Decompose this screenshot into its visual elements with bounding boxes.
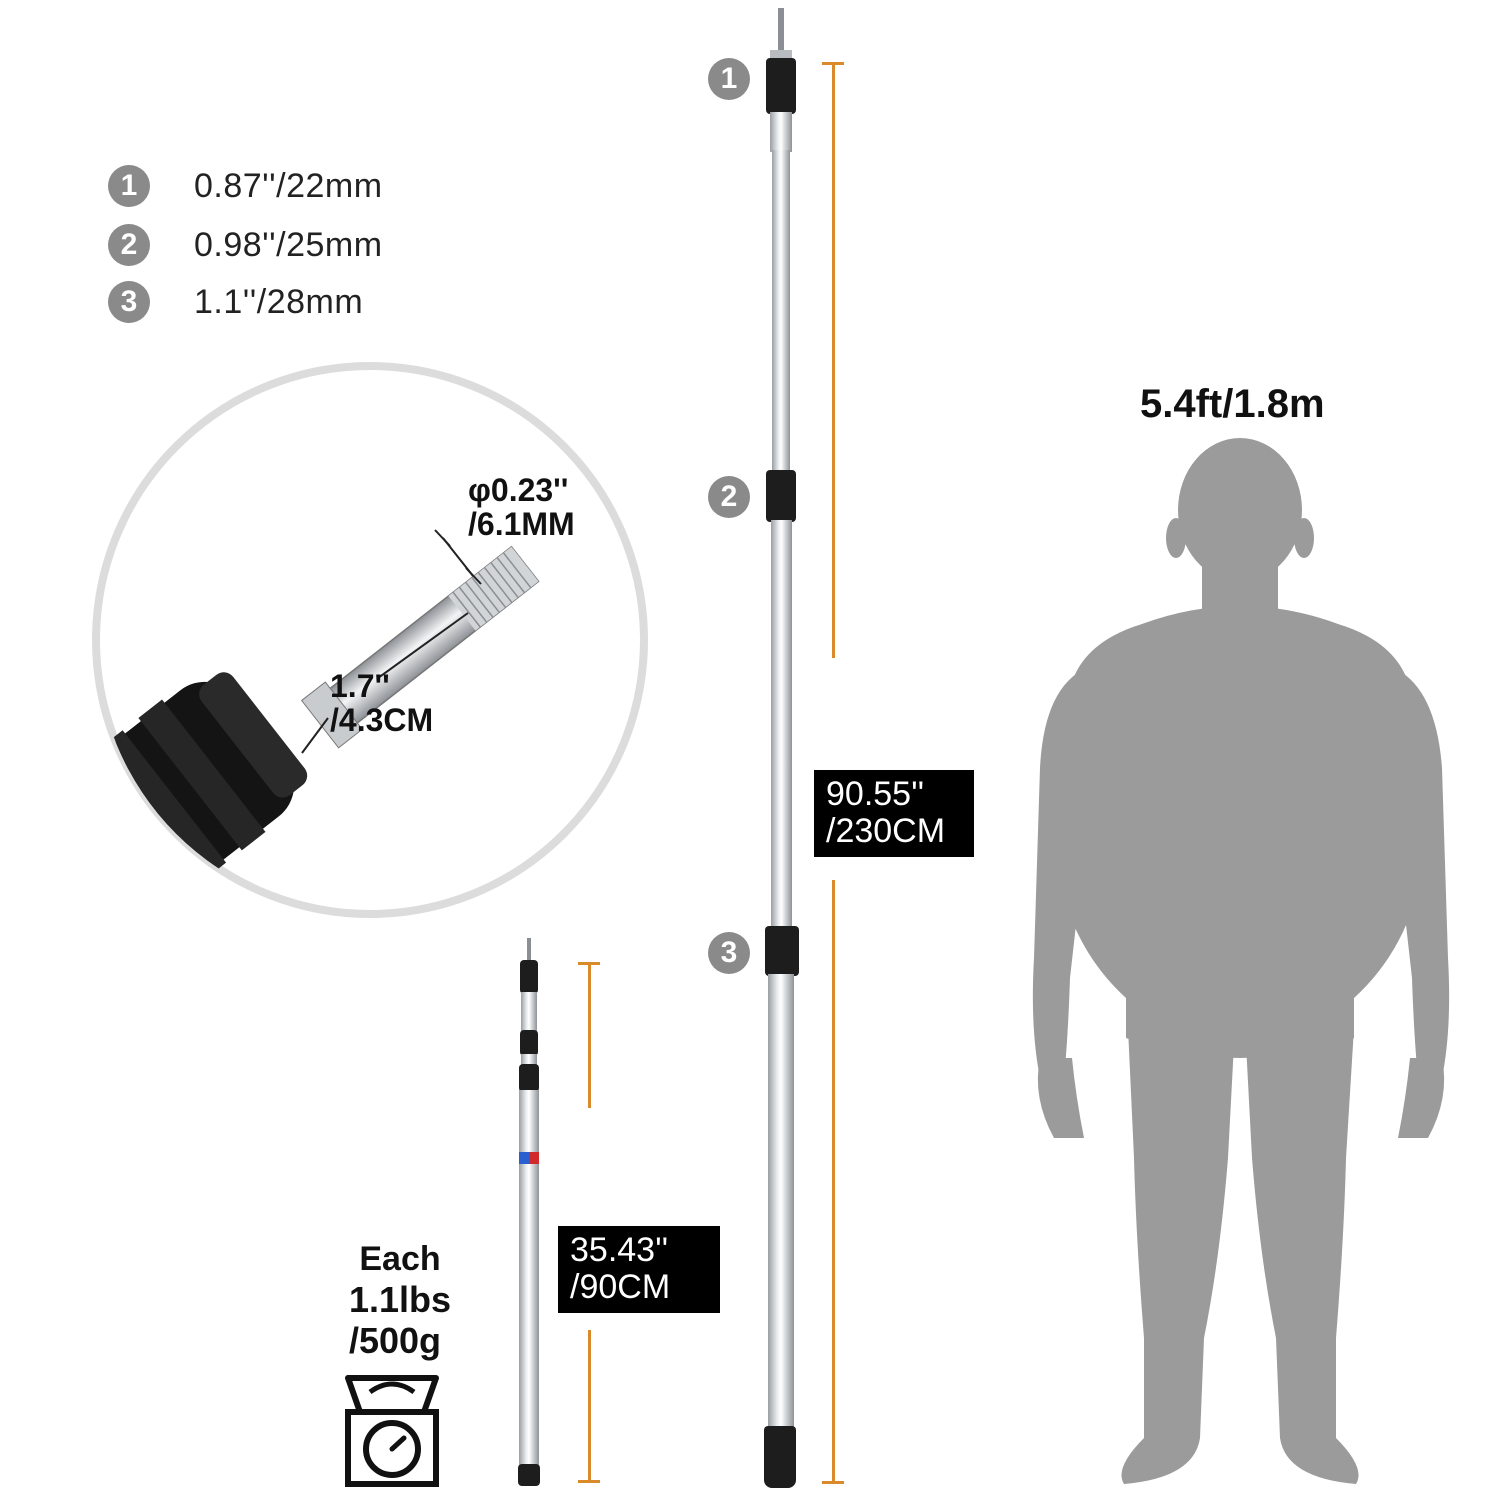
- pole-spike-base: [770, 50, 792, 60]
- short-pole-collar: [521, 992, 537, 1032]
- weight-each: Each: [359, 1240, 441, 1278]
- pole-foot-cap: [764, 1426, 796, 1488]
- pole-collar: [770, 112, 792, 152]
- pole-marker-2: 2: [708, 476, 750, 518]
- person-silhouette-icon: [1032, 438, 1450, 1484]
- short-dimension-cap-bottom: [578, 1480, 600, 1483]
- pole-section-1: [772, 150, 790, 475]
- number-badge: 2: [108, 224, 150, 266]
- pole-joint-3: [765, 926, 799, 976]
- dimension-line-upper: [832, 62, 835, 658]
- legend-row-3: 3 1.1''/28mm: [108, 280, 363, 324]
- short-pole-foot-cap: [518, 1464, 540, 1486]
- legend-row-1: 1 0.87''/22mm: [108, 164, 383, 208]
- pole-joint-2: [766, 470, 796, 522]
- collapsed-length-imperial: 35.43'': [570, 1231, 669, 1269]
- weight-imperial: 1.1lbs: [348, 1279, 452, 1321]
- pole-marker-1: 1: [708, 58, 750, 100]
- scale-icon: [345, 1375, 439, 1487]
- number-badge: 1: [108, 165, 150, 207]
- spike-diameter-imperial: φ0.23'': [468, 472, 569, 508]
- short-pole-sticker: [519, 1152, 539, 1164]
- tip-detail-illustration: [92, 362, 648, 918]
- short-pole-top-knob: [520, 960, 538, 994]
- short-pole-body: [519, 1090, 539, 1470]
- pole-marker-3: 3: [708, 932, 750, 974]
- extended-length-imperial: 90.55'': [826, 775, 925, 813]
- number-badge: 3: [108, 281, 150, 323]
- spike-length-metric: /4.3CM: [330, 701, 434, 738]
- pole-section-3: [768, 974, 794, 1430]
- pole-section-2: [771, 520, 792, 930]
- collapsed-length-metric: /90CM: [570, 1268, 671, 1307]
- legend-row-2: 2 0.98''/25mm: [108, 223, 383, 267]
- short-pole-joint-3: [519, 1064, 539, 1092]
- pole-spike: [778, 8, 784, 54]
- short-dimension-line-lower: [588, 1330, 591, 1482]
- legend-text: 0.87''/22mm: [194, 166, 383, 205]
- dimension-cap-bottom: [822, 1481, 844, 1484]
- short-pole-spike: [527, 938, 531, 962]
- spike-length-label: 1.7'' /4.3CM: [330, 668, 434, 738]
- short-pole-segment: [521, 1054, 537, 1066]
- weight-metric: /500g: [348, 1320, 442, 1362]
- collapsed-length-label: 35.43'' /90CM: [558, 1226, 720, 1313]
- spike-diameter-label: φ0.23'' /6.1MM: [468, 472, 575, 542]
- person-height-label: 5.4ft/1.8m: [1140, 382, 1325, 426]
- short-dimension-line-upper: [588, 962, 591, 1108]
- spike-diameter-metric: /6.1MM: [468, 505, 575, 542]
- dimension-line-lower: [832, 880, 835, 1484]
- extended-length-label: 90.55'' /230CM: [814, 770, 974, 857]
- weight-label: Each 1.1lbs /500g: [310, 1240, 490, 1362]
- extended-length-metric: /230CM: [826, 812, 946, 851]
- spike-length-imperial: 1.7'': [330, 668, 390, 704]
- short-pole-joint-2: [520, 1030, 538, 1056]
- legend-text: 1.1''/28mm: [194, 282, 364, 321]
- legend-text: 0.98''/25mm: [194, 225, 383, 264]
- pole-top-knob: [766, 58, 796, 114]
